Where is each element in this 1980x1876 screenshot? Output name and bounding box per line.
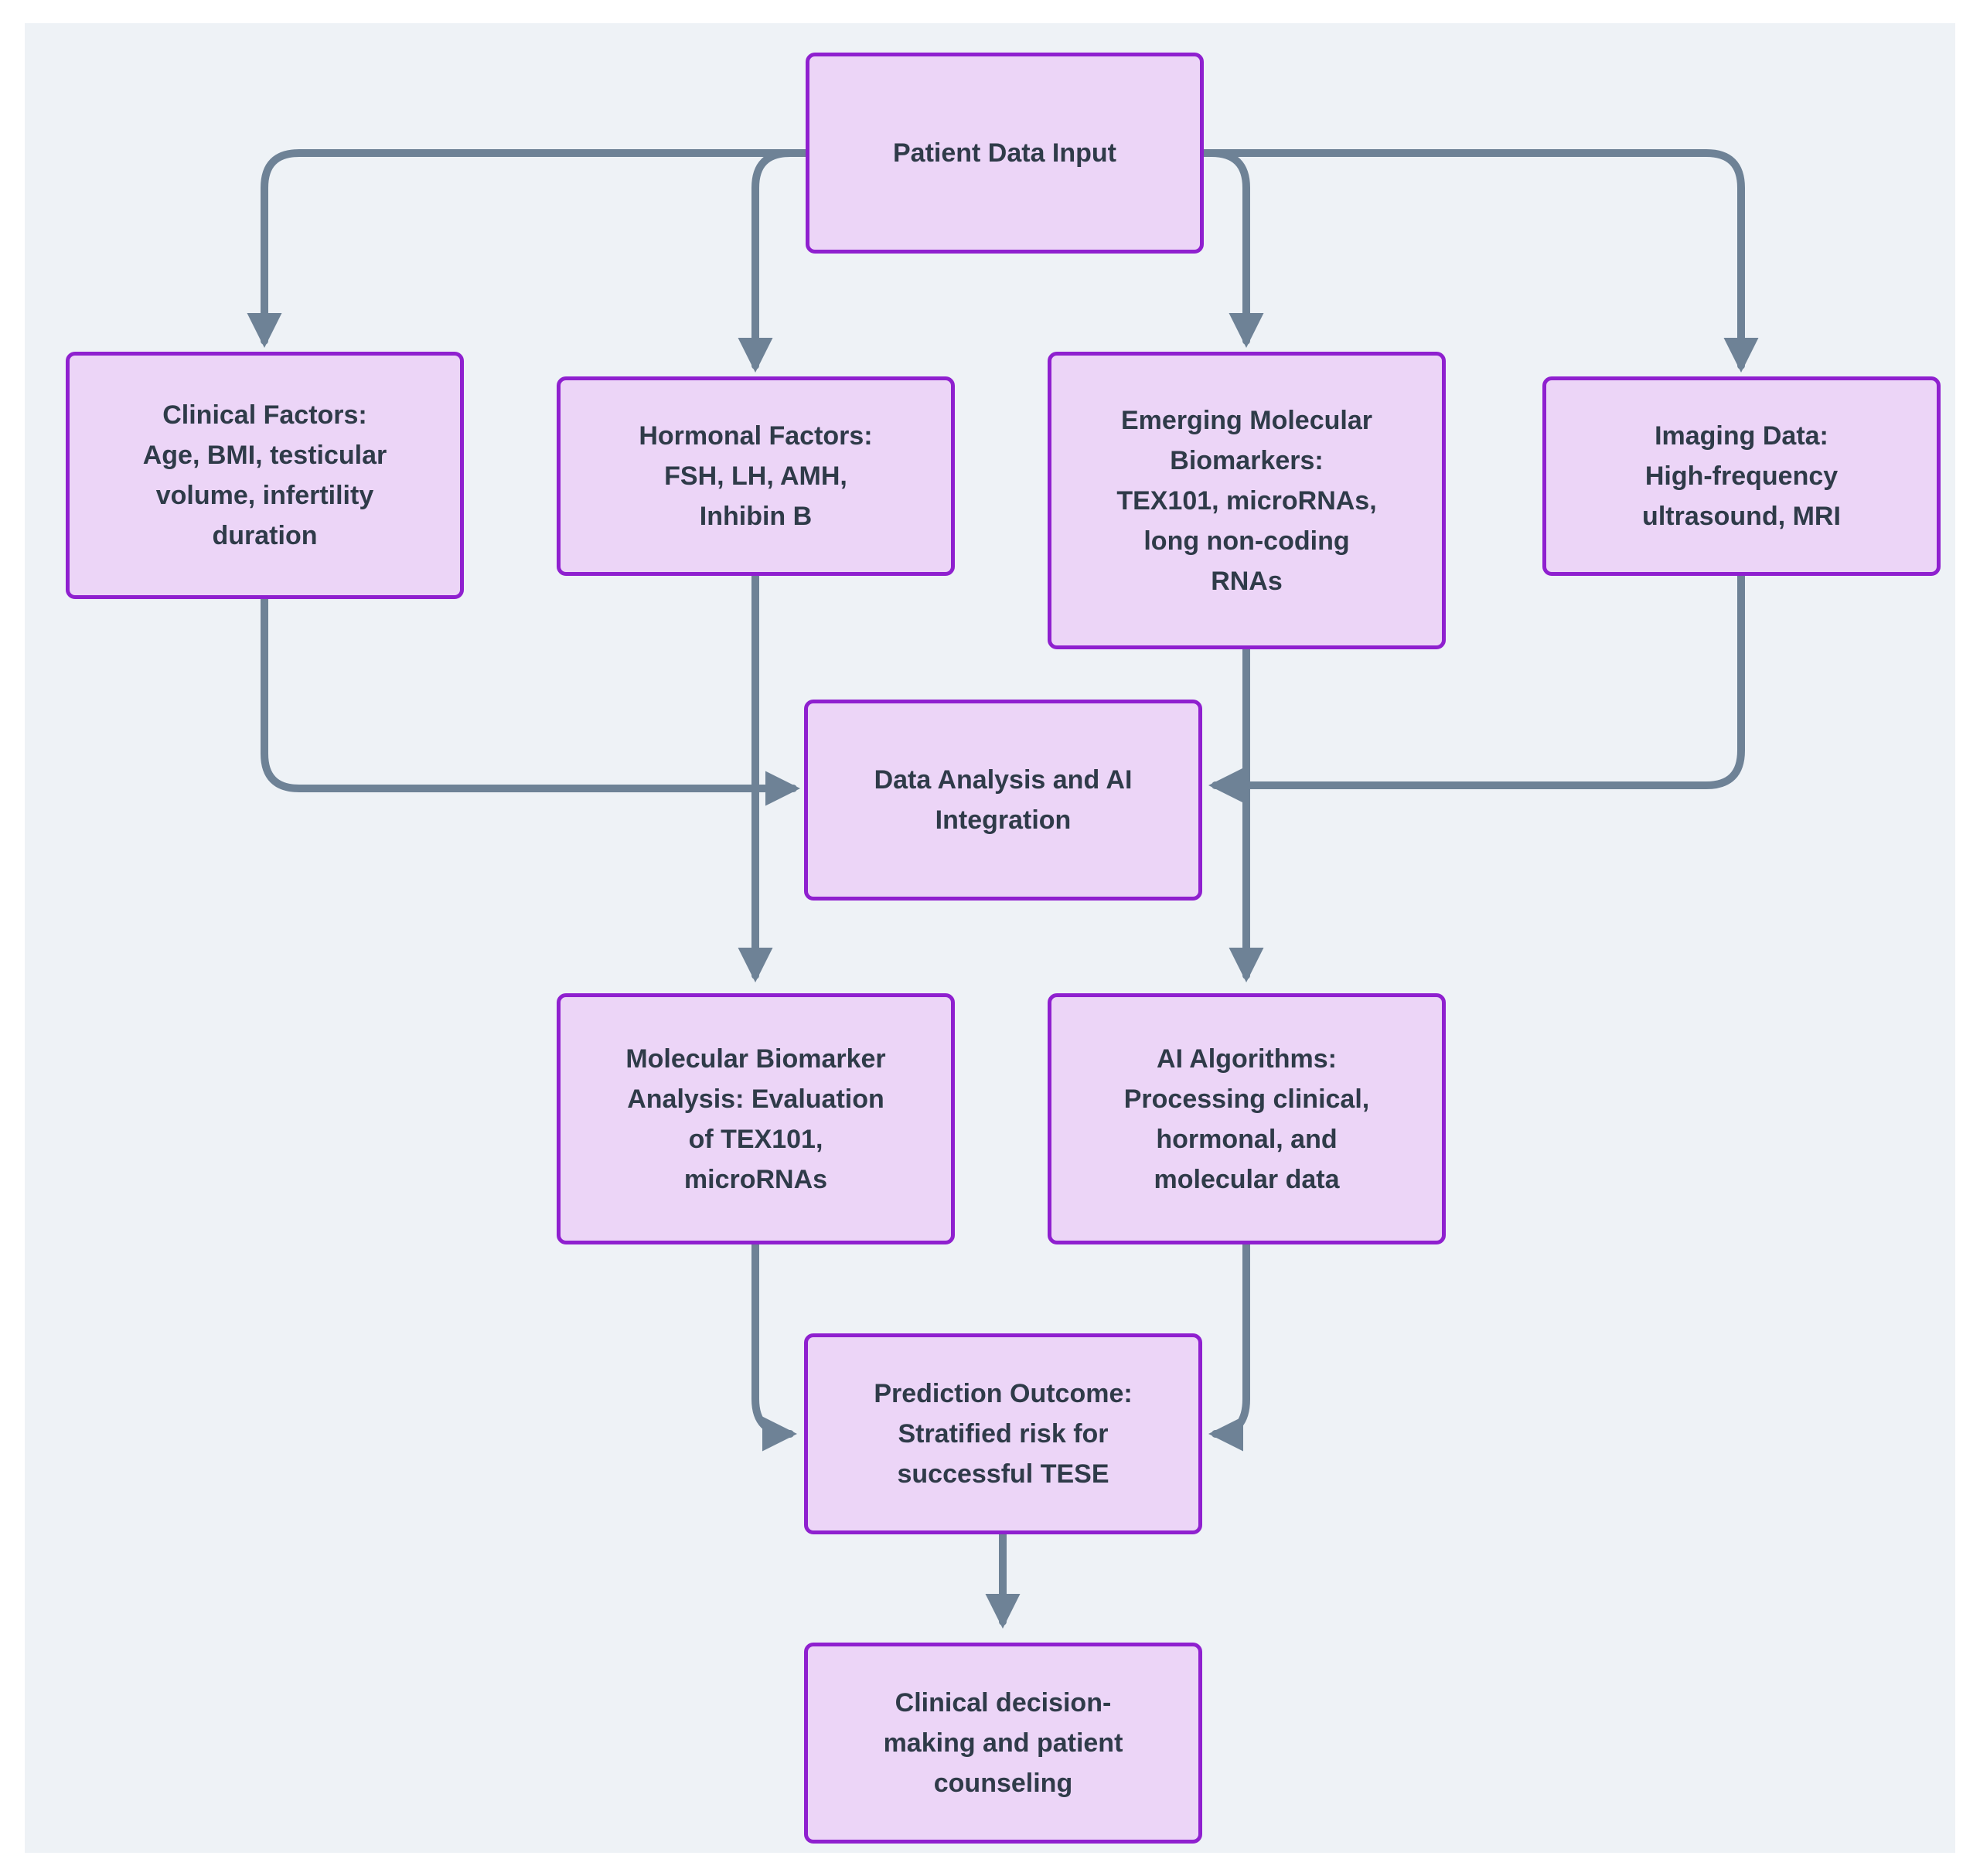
- edge-molecular-to-prediction: [751, 1241, 797, 1452]
- node-clinical-decision-making: Clinical decision- making and patient co…: [804, 1643, 1202, 1844]
- node-label: Imaging Data: High-frequency ultrasound,…: [1642, 421, 1841, 531]
- node-label: AI Algorithms: Processing clinical, horm…: [1123, 1044, 1370, 1194]
- node-molecular-biomarker-analysis: Molecular Biomarker Analysis: Evaluation…: [557, 993, 955, 1244]
- edge-patient-to-emerging: [1198, 149, 1264, 348]
- edge-patient-to-imaging: [1198, 149, 1759, 373]
- node-label: Data Analysis and AI Integration: [874, 765, 1133, 835]
- edge-patient-to-hormonal: [738, 149, 809, 373]
- edge-imaging-to-analysis: [1208, 572, 1745, 803]
- edge-clinical-to-analysis: [261, 595, 800, 806]
- node-patient-data-input: Patient Data Input: [806, 53, 1204, 254]
- node-label: Emerging Molecular Biomarkers: TEX101, m…: [1116, 405, 1377, 596]
- node-clinical-factors: Clinical Factors: Age, BMI, testicular v…: [66, 352, 464, 599]
- node-label: Hormonal Factors: FSH, LH, AMH, Inhibin …: [639, 421, 873, 531]
- node-emerging-molecular-biomarkers: Emerging Molecular Biomarkers: TEX101, m…: [1048, 352, 1446, 649]
- node-label: Prediction Outcome: Stratified risk for …: [874, 1379, 1133, 1489]
- node-hormonal-factors: Hormonal Factors: FSH, LH, AMH, Inhibin …: [557, 376, 955, 576]
- diagram-canvas: [25, 23, 1955, 1853]
- node-data-analysis-ai-integration: Data Analysis and AI Integration: [804, 700, 1202, 901]
- node-label: Clinical Factors: Age, BMI, testicular v…: [142, 400, 387, 550]
- node-label: Molecular Biomarker Analysis: Evaluation…: [625, 1044, 886, 1194]
- node-imaging-data: Imaging Data: High-frequency ultrasound,…: [1542, 376, 1941, 576]
- node-prediction-outcome: Prediction Outcome: Stratified risk for …: [804, 1333, 1202, 1534]
- edge-patient-to-clinical: [247, 149, 809, 348]
- node-label: Patient Data Input: [892, 138, 1117, 168]
- edge-ai-to-prediction: [1208, 1241, 1250, 1452]
- node-label: Clinical decision- making and patient co…: [883, 1688, 1123, 1798]
- node-ai-algorithms: AI Algorithms: Processing clinical, horm…: [1048, 993, 1446, 1244]
